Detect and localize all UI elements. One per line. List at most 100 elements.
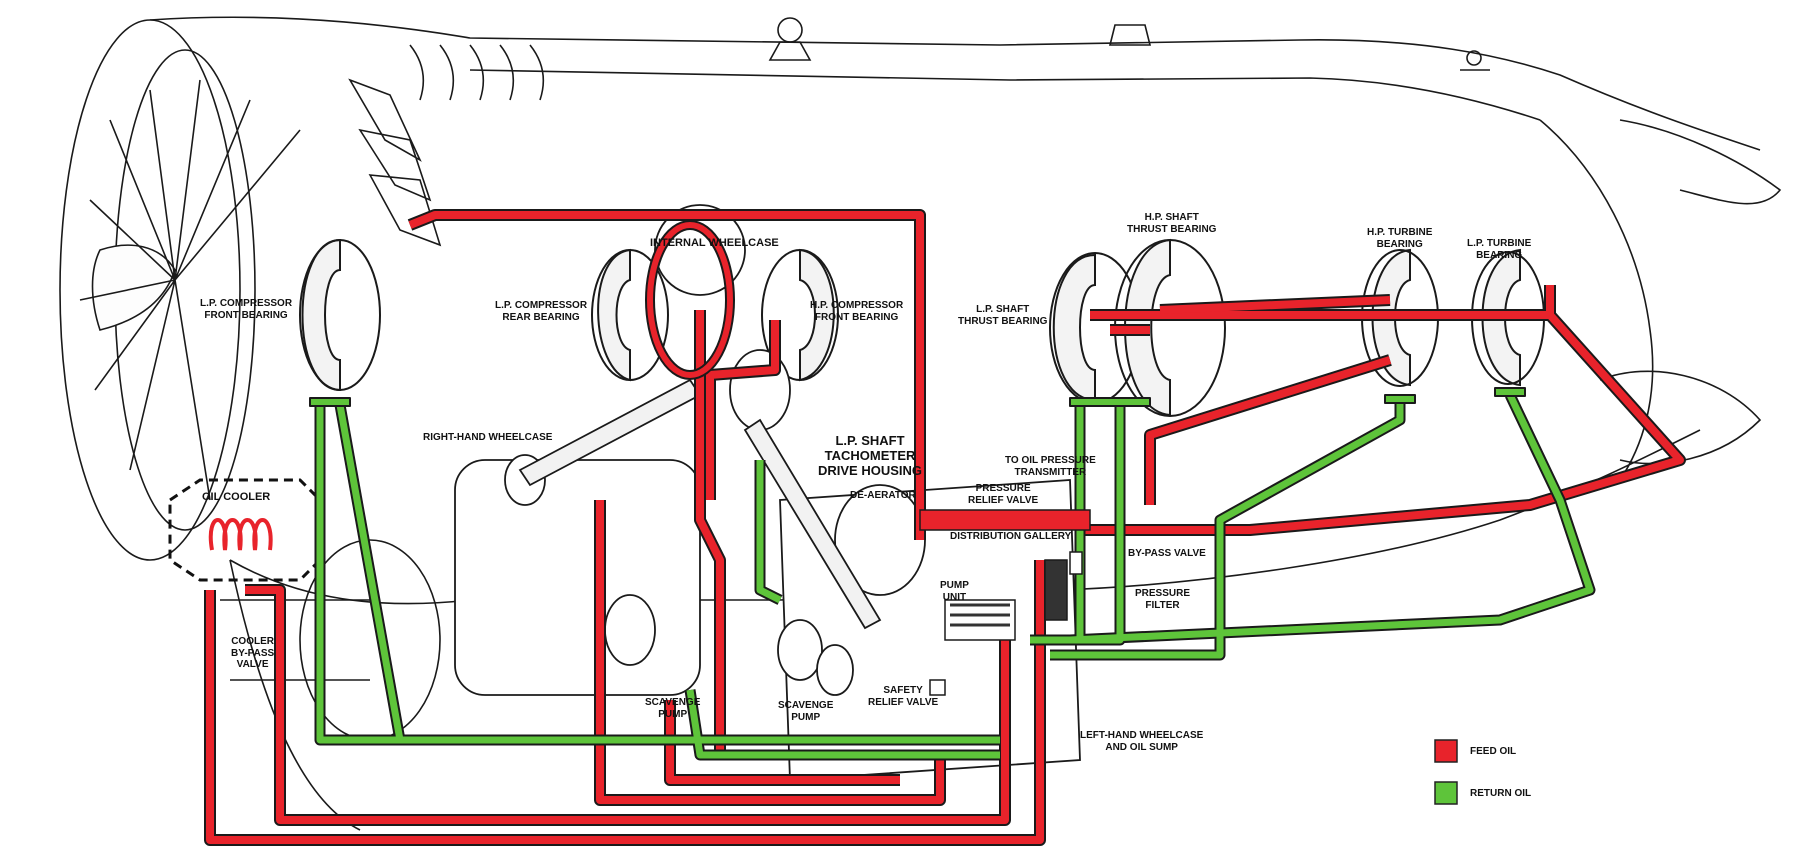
feed-line-hp-compressor [706, 320, 779, 500]
feed-line-distribution [1080, 312, 1684, 534]
wheelcases [454, 204, 1081, 781]
safety-relief-valve-body [929, 679, 946, 696]
label-line: SCAVENGE [645, 697, 701, 708]
label-line: DRIVE HOUSING [818, 462, 923, 478]
label-left-hand-wheelcase: LEFT-HAND WHEELCASE AND OIL SUMP [1080, 730, 1203, 753]
pump-components [919, 509, 1091, 696]
label-line: FILTER [1145, 599, 1180, 611]
label-cooler-bypass-valve: COOLER BY-PASS VALVE [231, 636, 274, 671]
label-line: PUMP [658, 708, 688, 720]
label-line: SAFETY [883, 685, 923, 696]
feed-line-cooler-bypass [245, 586, 1009, 824]
return-collector-thrust [1069, 397, 1151, 407]
legend [1434, 739, 1458, 805]
legend-swatch-return [1434, 781, 1458, 805]
label-line: BEARING [1376, 238, 1423, 250]
label-hp-compressor-front-bearing: H.P. COMPRESSOR FRONT BEARING [810, 300, 903, 323]
label-lp-shaft-tachometer: L.P. SHAFT TACHOMETER DRIVE HOUSING [818, 433, 923, 479]
hp-compressor-front-bearing [761, 248, 839, 382]
feed-line-front-bearing [408, 211, 924, 540]
label-line: BEARING [1476, 249, 1523, 261]
label-pressure-relief-valve: PRESSURE RELIEF VALVE [968, 483, 1038, 506]
right-hand-wheelcase-housing [454, 459, 701, 696]
label-line: FRONT BEARING [204, 309, 288, 321]
legend-swatch-feed [1434, 739, 1458, 763]
feed-line-cooler-loop [206, 560, 1044, 844]
label-scavenge-pump-left: SCAVENGE PUMP [778, 700, 833, 723]
label-line: THRUST BEARING [1127, 223, 1217, 235]
legend-label-feed: FEED OIL [1470, 746, 1517, 757]
label-line: PRESSURE [1135, 588, 1191, 599]
label-oil-cooler: OIL COOLER [202, 491, 271, 503]
label-line: H.P. SHAFT [1144, 212, 1199, 223]
label-scavenge-pump-right: SCAVENGE PUMP [645, 697, 700, 720]
label-pressure-filter: PRESSURE FILTER [1135, 588, 1190, 611]
feed-line-hp-turbine-riser [1146, 356, 1392, 505]
label-line: TO OIL PRESSURE [1005, 455, 1096, 466]
label-line: UNIT [942, 591, 967, 603]
feed-line-right-wheelcase [596, 500, 944, 804]
return-oil-lines [309, 387, 1596, 761]
label-line: L.P. COMPRESSOR [200, 298, 293, 309]
label-line: THRUST BEARING [958, 315, 1048, 327]
label-line: H.P. TURBINE [1367, 227, 1433, 238]
label-line: TACHOMETER [824, 447, 916, 463]
label-line: REAR BEARING [502, 311, 580, 323]
return-line-tachometer [756, 460, 782, 604]
label-lp-turbine-bearing: L.P. TURBINE BEARING [1467, 238, 1531, 261]
oil-cooler [168, 478, 322, 582]
return-line-hp-turbine [1050, 400, 1404, 659]
label-line: RELIEF VALVE [868, 696, 939, 708]
label-line: SCAVENGE [778, 700, 834, 711]
return-collector-lp-turbine [1494, 387, 1526, 397]
label-line: BY-PASS [231, 647, 275, 659]
label-line: TRANSMITTER [1014, 466, 1087, 478]
label-pump-unit: PUMP UNIT [940, 580, 969, 603]
label-lp-shaft-thrust-bearing: L.P. SHAFT THRUST BEARING [958, 304, 1047, 327]
label-line: L.P. SHAFT [976, 304, 1030, 315]
label-line: L.P. TURBINE [1467, 238, 1532, 249]
label-lp-compressor-front-bearing: L.P. COMPRESSOR FRONT BEARING [200, 298, 292, 321]
legend-label-return: RETURN OIL [1470, 788, 1532, 799]
label-to-oil-pressure-transmitter: TO OIL PRESSURE TRANSMITTER [1005, 455, 1096, 478]
label-by-pass-valve: BY-PASS VALVE [1128, 548, 1206, 559]
label-line: RELIEF VALVE [968, 494, 1039, 506]
label-line: H.P. COMPRESSOR [810, 300, 904, 311]
label-de-aerator: DE-AERATOR [850, 490, 916, 501]
label-line: L.P. COMPRESSOR [495, 300, 588, 311]
label-line: FRONT BEARING [814, 311, 899, 323]
pump-unit-body [944, 599, 1016, 641]
label-distribution-gallery: DISTRIBUTION GALLERY [950, 531, 1072, 542]
label-line: COOLER [231, 636, 274, 647]
label-line: PRESSURE [975, 483, 1031, 494]
distribution-gallery-bar [919, 509, 1091, 531]
label-internal-wheelcase: INTERNAL WHEELCASE [650, 237, 779, 249]
label-line: LEFT-HAND WHEELCASE [1080, 730, 1204, 741]
label-line: AND OIL SUMP [1105, 741, 1178, 753]
return-collector-lp-front [309, 397, 351, 407]
return-collector-hp-turbine [1384, 394, 1416, 404]
label-line: PUMP [791, 711, 821, 723]
label-lp-compressor-rear-bearing: L.P. COMPRESSOR REAR BEARING [495, 300, 587, 323]
label-line: L.P. SHAFT [835, 433, 905, 448]
return-line-front-bearing [316, 405, 1000, 744]
label-hp-shaft-thrust-bearing: H.P. SHAFT THRUST BEARING [1127, 212, 1216, 235]
engine-casing [59, 16, 1782, 831]
return-line-scavenge [686, 689, 1000, 759]
label-right-hand-wheelcase: RIGHT-HAND WHEELCASE [423, 432, 553, 443]
bypass-valve-body [1069, 551, 1083, 575]
label-line: PUMP [940, 580, 969, 591]
return-line-front-bearing-2 [336, 404, 404, 741]
pressure-filter-body [1044, 559, 1068, 621]
lp-compressor-front-bearing [299, 238, 381, 392]
lp-compressor-rear-bearing [591, 248, 669, 382]
label-safety-relief-valve: SAFETY RELIEF VALVE [868, 685, 938, 708]
label-line: VALVE [236, 659, 269, 670]
feed-line-internal-wheelcase [696, 310, 724, 760]
feed-oil-lines [204, 209, 1686, 846]
feed-line-hp-turbine [1110, 296, 1391, 334]
return-line-lp-turbine [1069, 393, 1594, 644]
feed-line-scavenge [666, 700, 900, 784]
label-hp-turbine-bearing: H.P. TURBINE BEARING [1367, 227, 1432, 250]
